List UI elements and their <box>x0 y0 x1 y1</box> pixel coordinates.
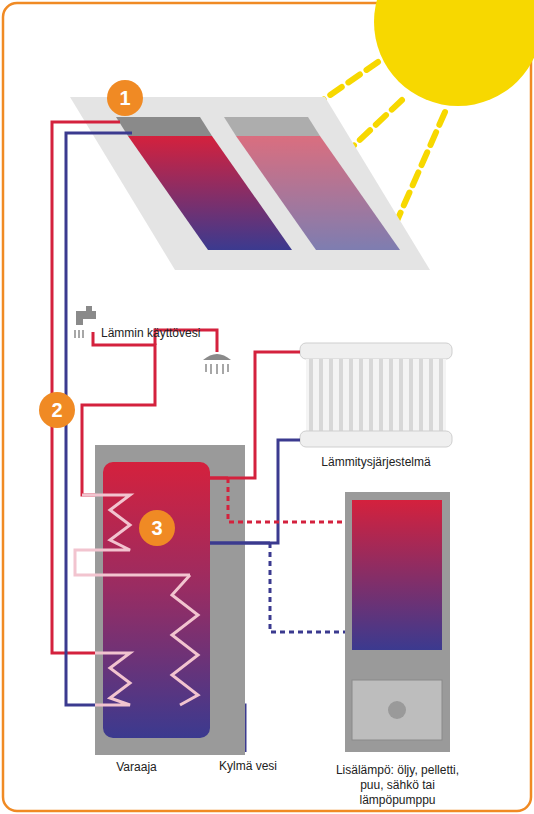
pipe-connector <box>210 543 345 632</box>
cold-water-label: Kylmä vesi <box>219 759 277 773</box>
storage-tank: Varaaja3 <box>103 462 210 738</box>
callout-number: 1 <box>107 80 143 116</box>
pipe-connector <box>210 478 345 522</box>
callout-number: 3 <box>139 510 175 546</box>
hot-water-label: Lämmin käyttövesi <box>101 326 200 340</box>
boiler: Lisälämpö: öljy, pelletti, puu, sähkö ta… <box>345 492 450 752</box>
node-label: Lämmitysjärjestelmä <box>291 455 461 470</box>
callout-number: 2 <box>51 398 62 423</box>
node-label: Lisälämpö: öljy, pelletti, puu, sähkö ta… <box>333 763 463 808</box>
callout-number: 2 <box>39 392 75 428</box>
callout-number: 1 <box>119 86 130 111</box>
radiator: Lämmitysjärjestelmä <box>300 343 452 447</box>
pipe-connector <box>210 440 300 543</box>
pipe-connector <box>210 352 300 478</box>
node-label: Varaaja <box>92 760 182 775</box>
callout-number: 3 <box>151 516 162 541</box>
